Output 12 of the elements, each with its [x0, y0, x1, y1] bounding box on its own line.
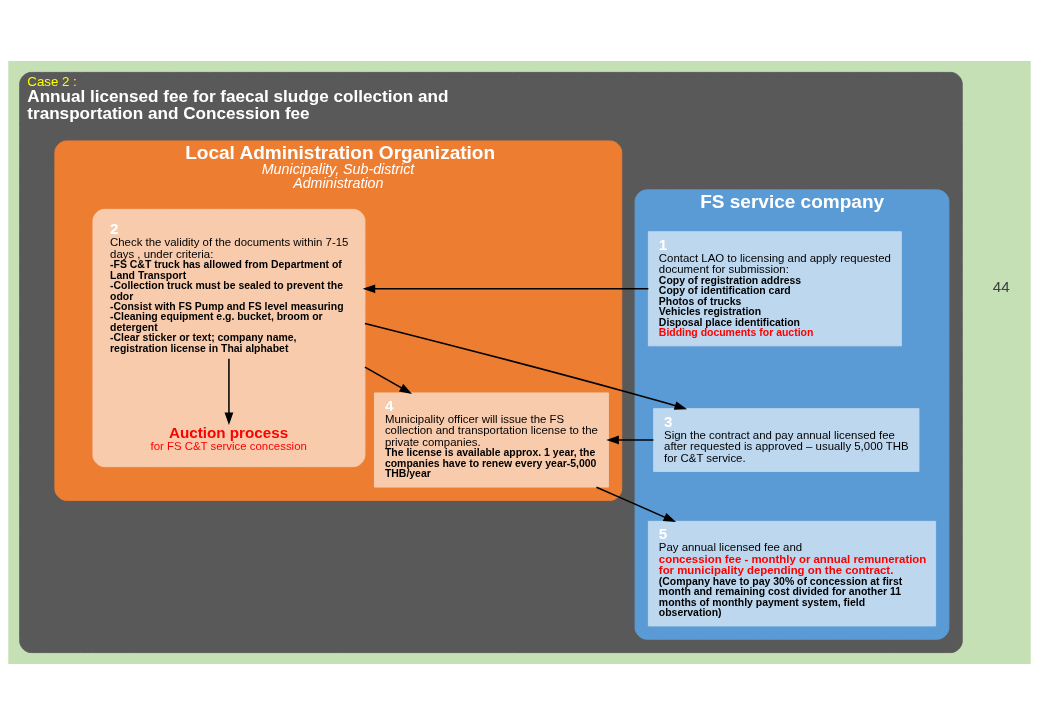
node-box: 4 Municipality officer will issue the FS collection and transportation license to the private companies. The license is available approx. 1 year, the companies have to renew every year-5,000 THB/year: [374, 391, 609, 488]
arrow: [606, 435, 655, 444]
node-box: 5 Pay annual licensed fee and concession fee - monthly or annual remuneration for municipality depending on the contract. (Company have to pay 30% of concession at first month and remaining cost divided for another 11 months of monthly payment system, field observation): [647, 520, 937, 626]
node-box: 3 Sign the contract and pay annual licensed fee after requested is approved – usually 5,000 THB for C&T service.: [653, 407, 920, 472]
arrow: [362, 283, 650, 293]
arrow: [364, 365, 413, 394]
node-box: 1 Contact LAO to licensing and apply requested document for submission: Copy of registration address Copy of identification card Photos of trucks Vehicles registration Disposal place identification Bidding documents for auction: [647, 230, 902, 346]
label: 44: [992, 277, 1010, 295]
arrow: [595, 486, 677, 522]
node-text: Auction process for FS C&T service concession: [150, 423, 307, 452]
arrow: [224, 357, 234, 425]
arrow: [364, 322, 688, 410]
